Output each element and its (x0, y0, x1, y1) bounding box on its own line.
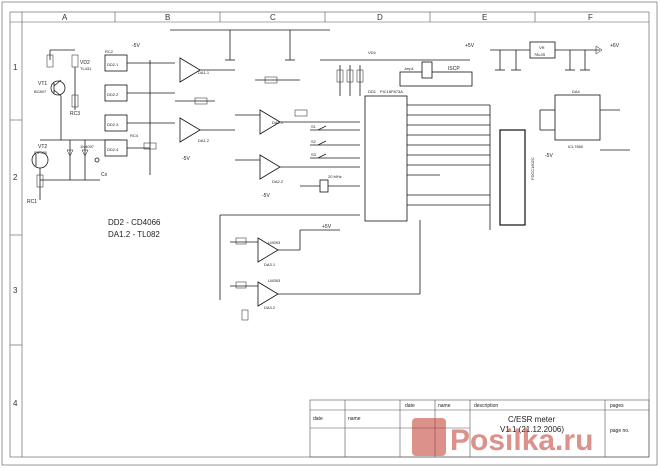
da4-label: DA4 (572, 89, 581, 94)
tb-title-line1: C/ESR meter (508, 415, 555, 424)
title-block-grid (309, 399, 650, 458)
zone-col-a: A (62, 13, 68, 22)
dd1-type: PIC16F873A (380, 89, 403, 94)
charge-pump-da4 (539, 94, 630, 151)
drawing-frame (9, 11, 650, 458)
tb-page-no: page no. (610, 428, 629, 434)
tb-description-header: description (474, 403, 498, 409)
da21-label: DA2.1 (272, 120, 284, 125)
zone-column-ticks (114, 12, 536, 22)
note-dd2: DD2 - CD4066 (108, 218, 161, 227)
dd23-label: DD2.3 (107, 122, 119, 127)
vt1-symbol (50, 80, 66, 96)
note-da12: DA1.2 - TL082 (108, 230, 160, 239)
zone-row-1: 1 (13, 63, 18, 72)
tb-pages-header: pages (610, 403, 624, 409)
opamps-da2 (235, 76, 360, 180)
tb-title-line2: V1.1 (21.12.2006) (500, 425, 564, 434)
vt1-label: VT1 (38, 81, 47, 87)
dd1-label: DD1 (368, 89, 377, 94)
zone-row-3: 3 (13, 286, 18, 295)
rc3-label: RC3 (70, 111, 80, 117)
zone-col-f: F (588, 13, 593, 22)
vr-label: VR (539, 45, 545, 50)
lm393-label-a: LM393 (268, 240, 281, 245)
vt2-type: IRF530 (34, 150, 48, 155)
push-buttons (310, 125, 360, 159)
s2-label: S2 (311, 139, 317, 144)
watermark-text: Posilka.ru (450, 424, 593, 457)
isp-connector (399, 61, 473, 87)
rc2-label: RC2 (105, 49, 114, 54)
comparators-da3 (219, 214, 421, 321)
zone-row-ticks (10, 119, 22, 346)
minus5-label-a: -5V (132, 43, 140, 49)
rc4-label: RC4 (130, 133, 139, 138)
da4-type: ICL7660 (568, 144, 584, 149)
jmp-label: Jmp1 (404, 66, 415, 71)
cx-label: Cx (101, 172, 108, 178)
vd2-label: VD2 (80, 60, 90, 66)
current-source (31, 49, 120, 200)
vd3-type: 1N4007 (80, 144, 95, 149)
crystal (300, 179, 360, 193)
minus5-label-b: -5V (182, 156, 190, 162)
plus5-label-a: +5V (465, 43, 475, 49)
dd24-label: DD2.4 (107, 147, 119, 152)
da31-label: DA3.1 (264, 262, 276, 267)
tb-date-header: date (405, 403, 415, 409)
vt1-type: BC807 (34, 89, 47, 94)
opamps-da1 (170, 29, 330, 143)
lm393-label-b: LM393 (268, 278, 281, 283)
tb-name-row: name (348, 416, 361, 422)
zone-row-4: 4 (13, 399, 18, 408)
zone-col-b: B (165, 13, 170, 22)
analog-switches (104, 54, 175, 175)
power-supply (490, 41, 603, 71)
vt2-label: VT2 (38, 144, 47, 150)
s3-label: S3 (311, 152, 317, 157)
dd21-label: DD2.1 (107, 62, 119, 67)
lcd-label: FDCC1602C (530, 157, 535, 180)
s1-label: S1 (311, 124, 317, 129)
tb-name-header: name (438, 403, 451, 409)
vd2-type: TL431 (80, 66, 92, 71)
minus5-label-d: -5V (545, 153, 553, 159)
zone-row-2: 2 (13, 173, 18, 182)
vr-type: 78L05 (534, 52, 546, 57)
rc1-label: RC1 (27, 199, 37, 205)
minus5-label-c: -5V (262, 193, 270, 199)
plus6-label: +6V (610, 43, 620, 49)
crystal-label: 20 MHz (328, 174, 342, 179)
dd22-label: DD2.2 (107, 92, 119, 97)
zone-col-d: D (377, 13, 383, 22)
vd4-label: VD4 (368, 50, 377, 55)
isp-label: ISCP (448, 66, 460, 72)
lcd-module (489, 105, 526, 230)
zone-col-e: E (482, 13, 487, 22)
da11-label: DA1.1 (198, 70, 210, 75)
watermark-icon (412, 418, 446, 456)
tb-date-row: date (313, 416, 323, 422)
mcu-dd1 (320, 59, 490, 222)
da32-label: DA3.2 (264, 305, 276, 310)
zone-col-c: C (270, 13, 276, 22)
watermark-logo: Posilka.ru (412, 418, 593, 457)
da22-label: DA2.2 (272, 179, 284, 184)
da12-label: DA1.2 (198, 138, 210, 143)
plus5-label-b: +5V (322, 224, 332, 230)
